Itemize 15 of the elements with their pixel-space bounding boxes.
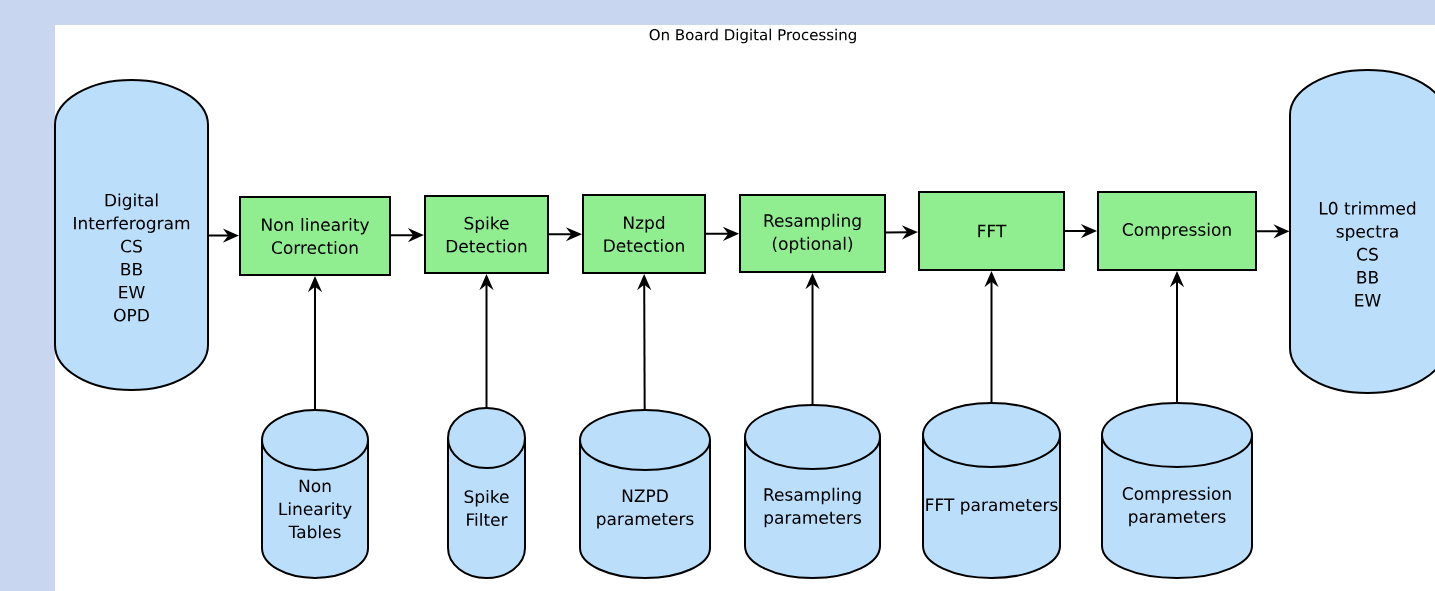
process-box: Spike Detection <box>424 195 549 274</box>
process-box: Resampling (optional) <box>739 194 886 273</box>
data-drum: Digital Interferogram CS BB EW OPD <box>54 79 209 391</box>
process-box: Nzpd Detection <box>582 194 706 274</box>
process-box: Non linearity Correction <box>239 196 391 276</box>
process-box: FFT <box>918 191 1065 271</box>
storage-cylinder: FFT parameters <box>922 402 1061 579</box>
storage-cylinder: Compression parameters <box>1101 402 1253 579</box>
storage-cylinder: Non Linearity Tables <box>261 409 369 579</box>
data-drum: L0 trimmed spectra CS BB EW <box>1289 69 1435 394</box>
storage-cylinder: Resampling parameters <box>744 404 881 579</box>
title: On Board Digital Processing <box>649 28 856 44</box>
process-box: Compression <box>1097 191 1257 271</box>
storage-cylinder: NZPD parameters <box>579 409 711 579</box>
storage-cylinder: Spike Filter <box>447 407 526 579</box>
